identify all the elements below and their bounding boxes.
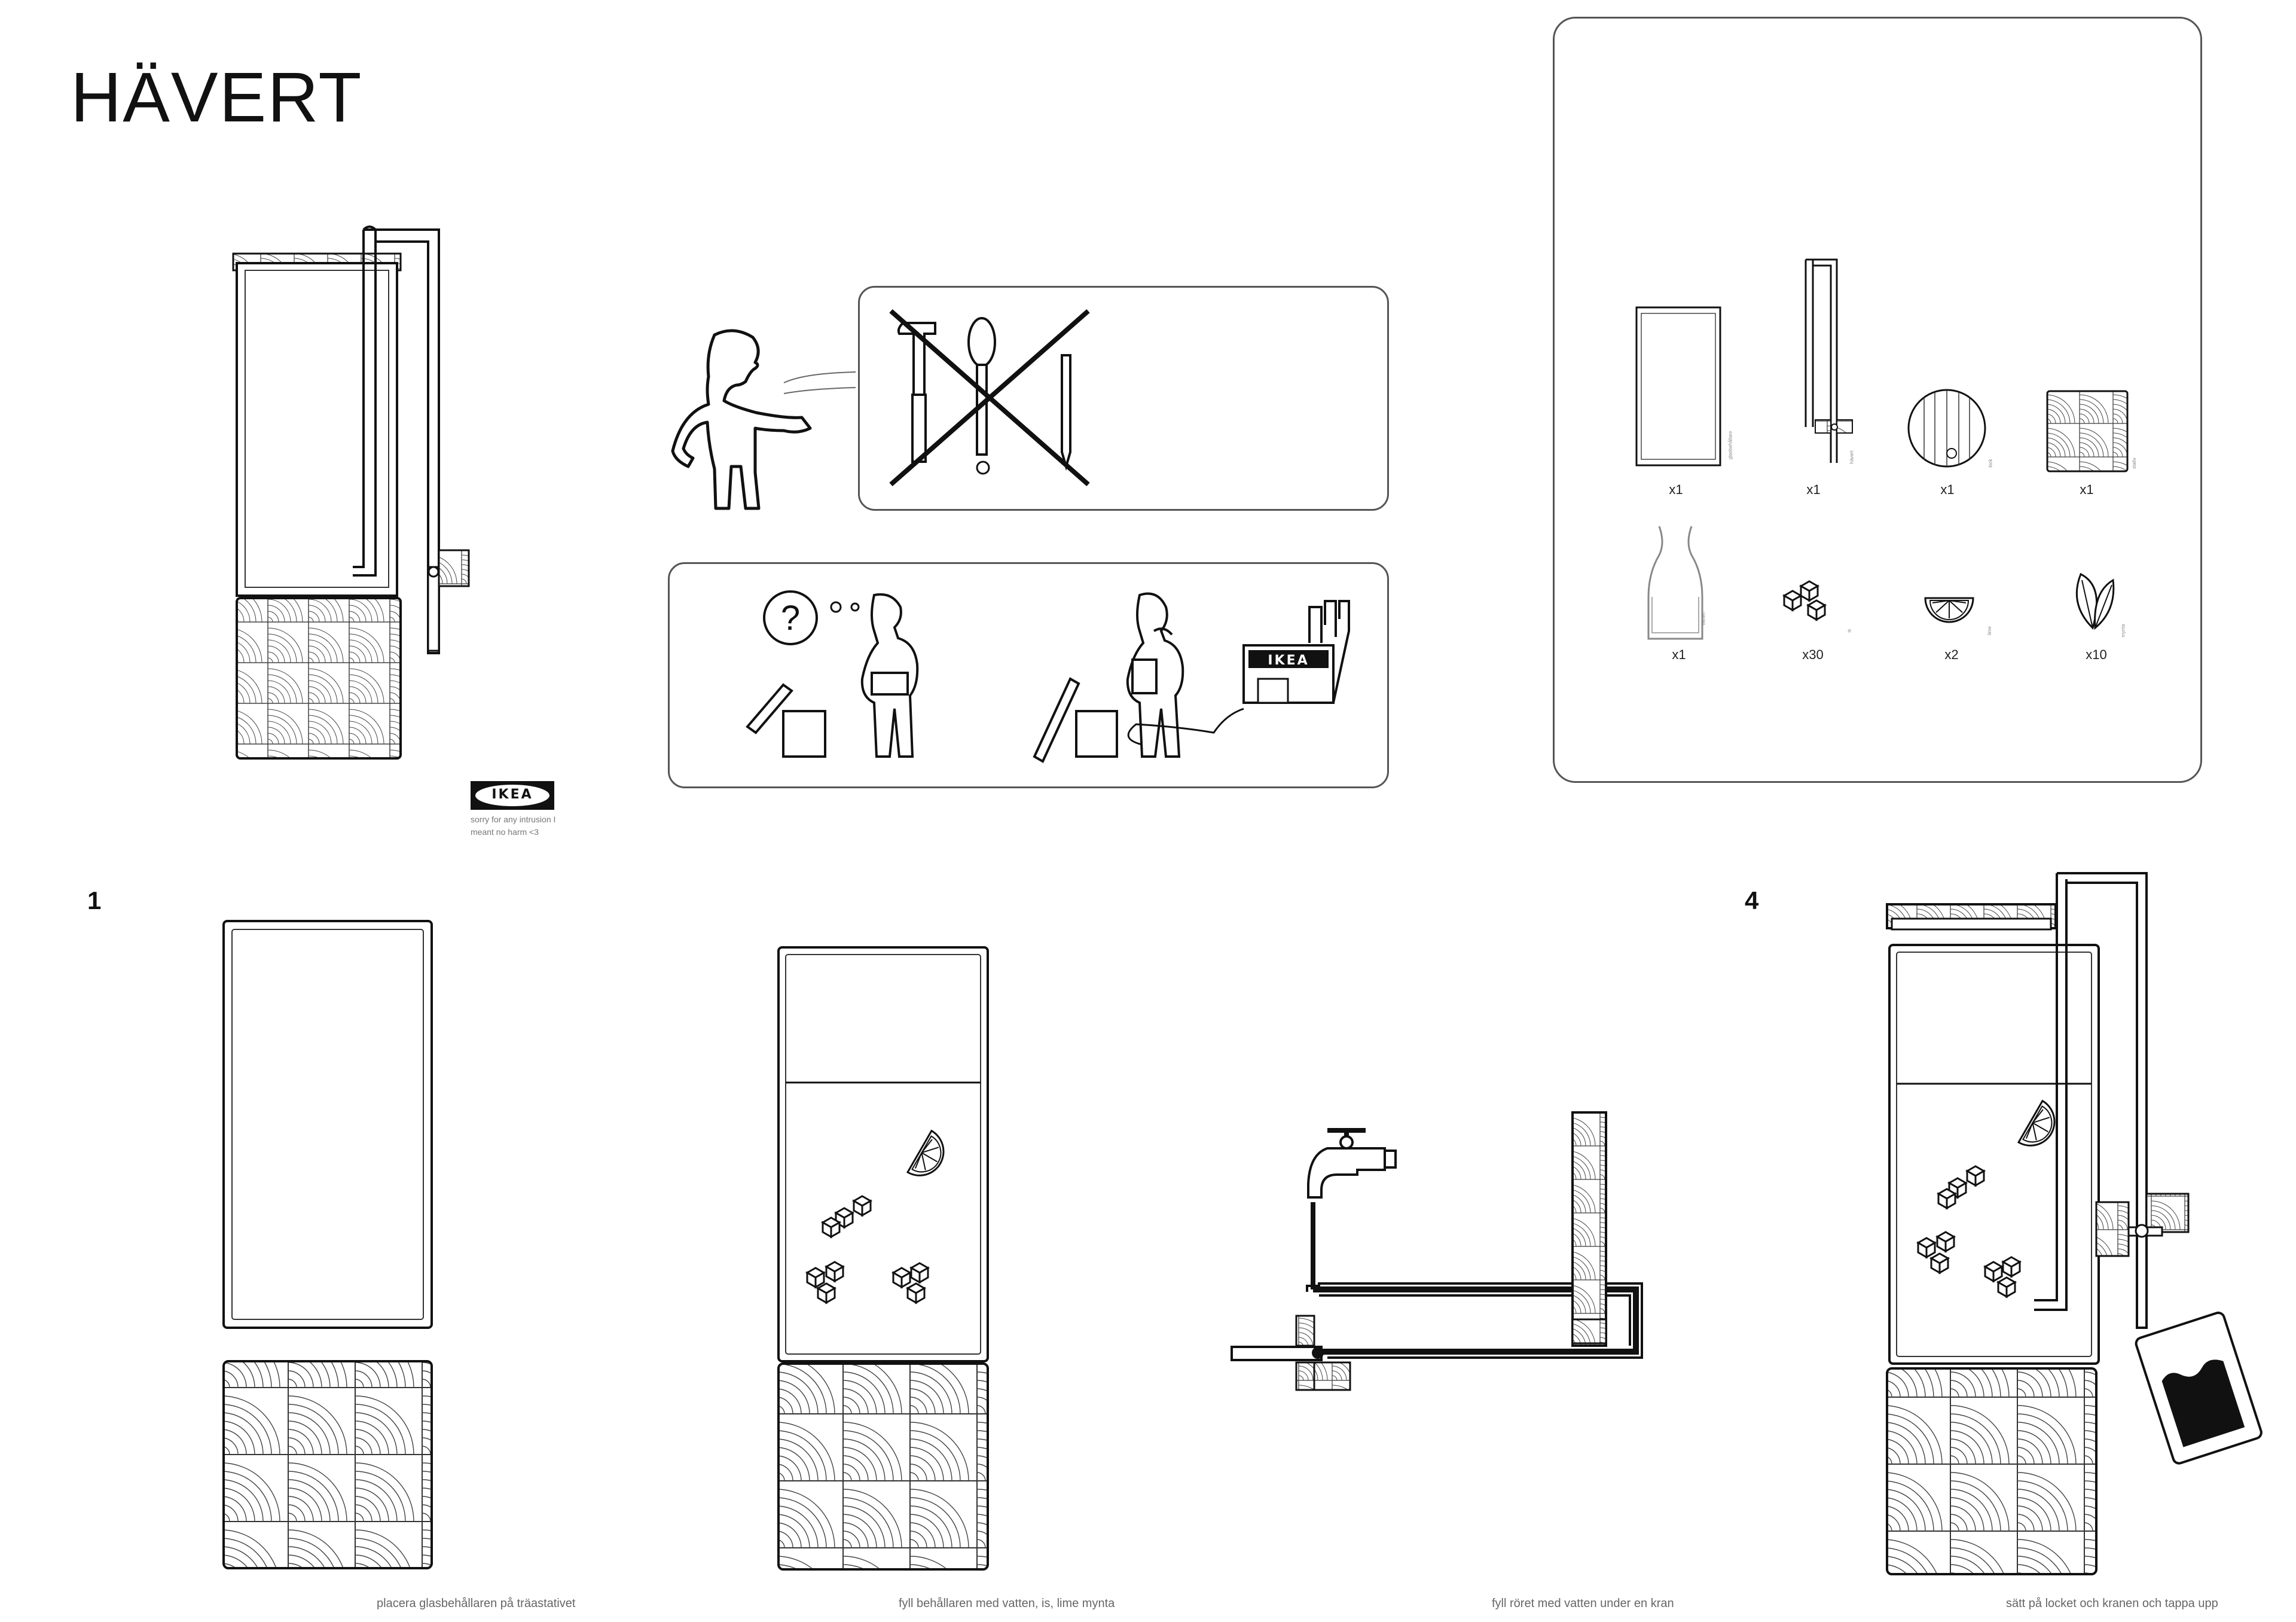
step-4-number: 4 (1745, 886, 1759, 914)
part-label-lid: lock (1987, 459, 1993, 468)
part-count-water: x1 (1672, 647, 1686, 662)
step-2-illustration (777, 946, 989, 1571)
person-speaking-figure (671, 329, 856, 510)
part-label-lime: lime (1986, 626, 1992, 635)
part-label-glass: glasbehållare (1727, 431, 1733, 460)
part-count-glass: x1 (1669, 482, 1683, 497)
step-3-caption: fyll röret med vatten under en kran (1492, 1597, 1674, 1610)
svg-text:IKEA: IKEA (1268, 653, 1309, 668)
part-count-stand: x1 (2080, 482, 2094, 497)
step-4-caption: sätt på locket och kranen och tappa upp (2006, 1597, 2218, 1610)
calling-ikea-illustration: IKEA (1033, 592, 1350, 763)
step-1-caption: placera glasbehållaren på träastativet (377, 1597, 576, 1610)
part-label-stand: stativ (2131, 458, 2137, 469)
glass-container-icon (1635, 306, 1721, 467)
water-carafe-icon (1647, 526, 1703, 640)
wooden-stand-icon (2046, 390, 2129, 472)
part-count-lid: x1 (1940, 482, 1955, 497)
step-4-illustration (1886, 872, 2263, 1575)
step-1-number: 1 (87, 886, 102, 914)
part-label-mint: mynta (2120, 624, 2126, 638)
part-label-water: vatten (1700, 612, 1706, 626)
part-count-ice: x30 (1802, 647, 1824, 662)
part-count-siphon: x1 (1806, 482, 1821, 497)
ikea-logo: IKEA (471, 781, 554, 810)
mint-leaves-icon (2075, 572, 2115, 630)
assembled-product-illustration (232, 225, 470, 760)
step-1-illustration (222, 920, 433, 1569)
no-tools-icon (889, 309, 1090, 487)
ikea-logo-text: IKEA (491, 787, 533, 802)
confused-person-illustration: ? (746, 590, 919, 758)
part-count-lime: x2 (1944, 647, 1959, 662)
no-tools-panel (858, 286, 1389, 511)
brand-note: sorry for any intrusion I meant no harm … (471, 813, 590, 839)
brand-note-line2: meant no harm <3 (471, 827, 539, 837)
lime-slice-icon (1924, 597, 1974, 623)
brand-note-line1: sorry for any intrusion I (471, 815, 556, 824)
step-3-illustration (1231, 1111, 1643, 1391)
ice-cubes-icon (1783, 580, 1826, 621)
step-2-caption: fyll behållaren med vatten, is, lime myn… (899, 1597, 1115, 1610)
round-lid-icon (1907, 389, 1986, 468)
siphon-tube-icon (1805, 258, 1853, 463)
part-label-siphon: hävert (1849, 450, 1855, 464)
svg-text:?: ? (781, 599, 800, 638)
part-label-ice: is (1846, 629, 1852, 633)
page-title: HÄVERT (71, 58, 363, 137)
part-count-mint: x10 (2086, 647, 2107, 662)
